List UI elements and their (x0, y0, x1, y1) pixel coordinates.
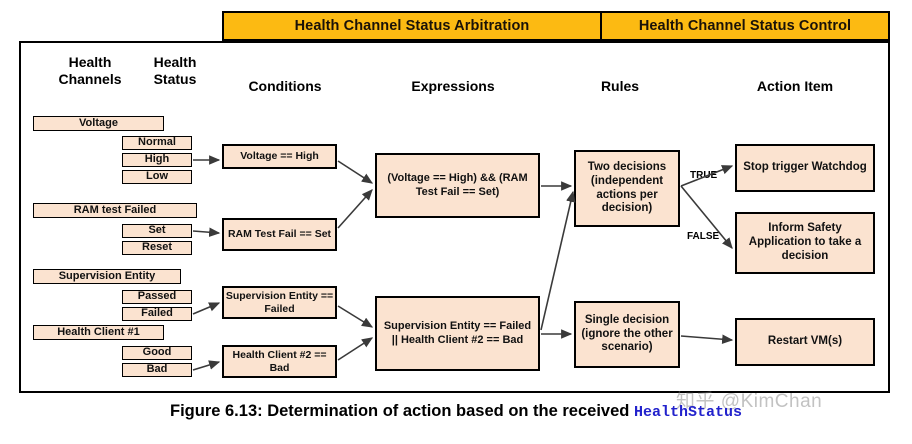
channel-voltage[interactable]: Voltage (33, 116, 164, 131)
condition-voltage-high[interactable]: Voltage == High (222, 144, 337, 169)
edge-label-true: TRUE (690, 170, 718, 181)
status-voltage-normal[interactable]: Normal (122, 136, 192, 150)
status-ram-set[interactable]: Set (122, 224, 192, 238)
caption-code: HealthStatus (633, 404, 742, 421)
column-header-expressions: Expressions (411, 78, 495, 94)
status-voltage-high[interactable]: High (122, 153, 192, 167)
action-restart-vms[interactable]: Restart VM(s) (735, 318, 875, 366)
status-voltage-low[interactable]: Low (122, 170, 192, 184)
caption-text: Figure 6.13: Determination of action bas… (170, 402, 634, 420)
condition-health-client-2-bad[interactable]: Health Client #2 == Bad (222, 345, 337, 378)
action-stop-trigger-watchdog[interactable]: Stop trigger Watchdog (735, 144, 875, 192)
channel-health-client-1[interactable]: Health Client #1 (33, 325, 164, 340)
rule-single-decision[interactable]: Single decision (ignore the other scenar… (574, 301, 680, 368)
action-inform-safety-application[interactable]: Inform Safety Application to take a deci… (735, 212, 875, 274)
expression-or[interactable]: Supervision Entity == Failed || Health C… (375, 296, 540, 371)
condition-ram-test-fail-set[interactable]: RAM Test Fail == Set (222, 218, 337, 251)
status-ram-reset[interactable]: Reset (122, 241, 192, 255)
banner-health-channel-status-control: Health Channel Status Control (600, 11, 890, 41)
column-header-action-item: Action Item (756, 78, 834, 94)
status-supervision-passed[interactable]: Passed (122, 290, 192, 304)
status-supervision-failed[interactable]: Failed (122, 307, 192, 321)
banner-health-channel-status-arbitration: Health Channel Status Arbitration (222, 11, 602, 41)
expression-and[interactable]: (Voltage == High) && (RAM Test Fail == S… (375, 153, 540, 218)
channel-supervision-entity[interactable]: Supervision Entity (33, 269, 181, 284)
edge-label-false: FALSE (687, 231, 720, 242)
column-header-conditions: Conditions (248, 78, 322, 94)
status-client-good[interactable]: Good (122, 346, 192, 360)
figure-caption: Figure 6.13: Determination of action bas… (0, 402, 912, 421)
condition-supervision-entity-failed[interactable]: Supervision Entity == Failed (222, 286, 337, 319)
status-client-bad[interactable]: Bad (122, 363, 192, 377)
channel-ram-test-failed[interactable]: RAM test Failed (33, 203, 197, 218)
column-header-rules: Rules (600, 78, 640, 94)
rule-two-decisions[interactable]: Two decisions (independent actions per d… (574, 150, 680, 227)
watermark: 知乎 @KimChan (676, 391, 823, 412)
